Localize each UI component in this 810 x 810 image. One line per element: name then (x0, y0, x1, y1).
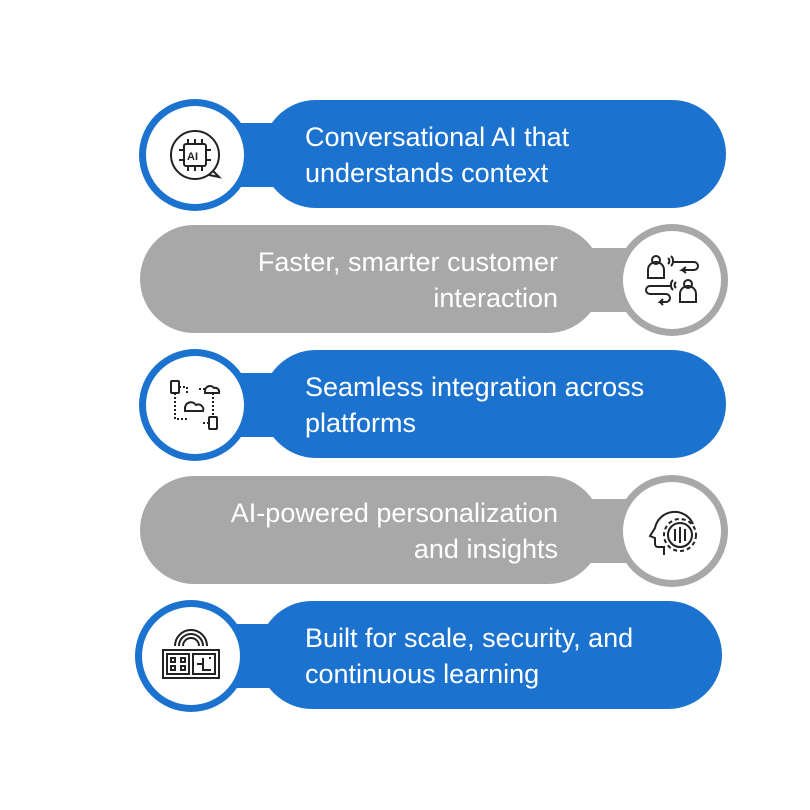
item-pill (140, 225, 602, 333)
item-text-line: interaction (433, 283, 558, 313)
item-pill (258, 601, 722, 709)
icon-circle (616, 475, 728, 587)
icon-circle: AI (139, 99, 251, 211)
customer-interaction-icon (623, 231, 721, 329)
item-pill (262, 100, 726, 208)
icon-circle (139, 349, 251, 461)
item-text-line: continuous learning (305, 659, 540, 689)
item-text-line: understands context (305, 158, 549, 188)
icon-circle (616, 224, 728, 336)
ai-chat-chip-icon: AI (146, 106, 244, 204)
item-text-line: Built for scale, security, and (305, 623, 634, 653)
item-pill (140, 476, 602, 584)
learning-book-network-icon (142, 607, 240, 705)
icon-circle (135, 600, 247, 712)
item-text-line: Faster, smarter customer (257, 247, 558, 277)
item-text-line: platforms (305, 408, 417, 438)
svg-text:AI: AI (187, 151, 198, 163)
item-text-line: Conversational AI that (305, 122, 570, 152)
cloud-integration-icon (146, 356, 244, 454)
item-text-line: Seamless integration across (305, 372, 645, 402)
head-gear-icon (623, 482, 721, 580)
item-pill (262, 350, 726, 458)
item-text-line: AI-powered personalization (230, 498, 558, 528)
item-text-line: and insights (413, 534, 558, 564)
